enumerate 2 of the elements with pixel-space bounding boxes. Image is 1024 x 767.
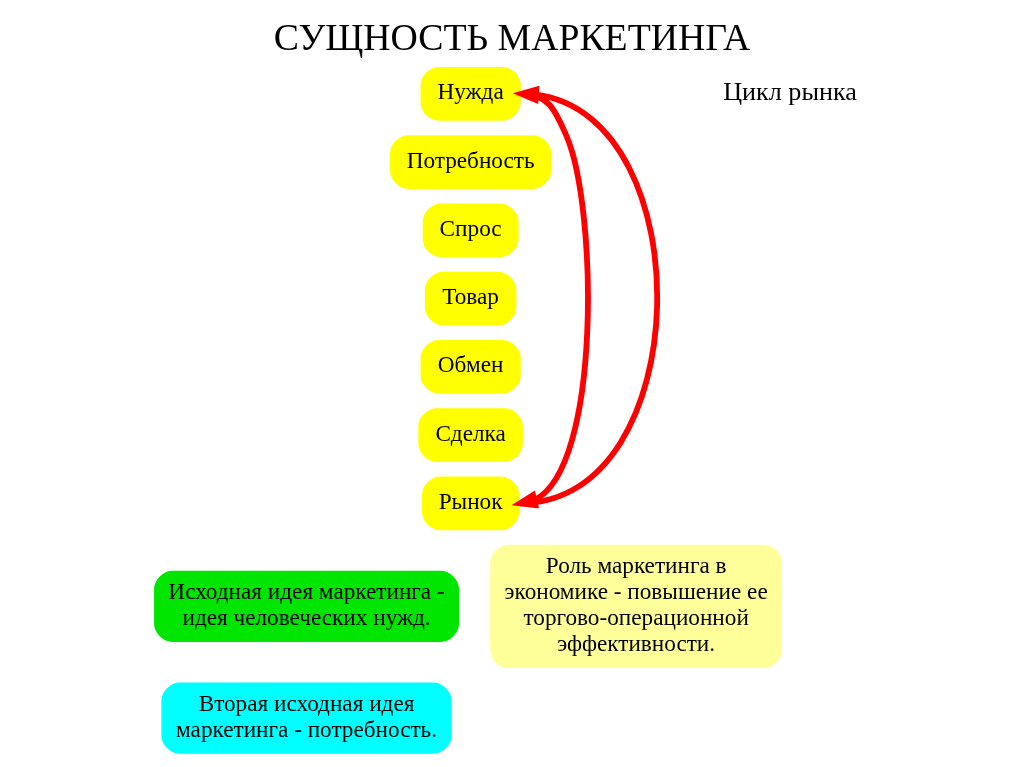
label: Цикл рынка	[723, 77, 857, 107]
diagram-title: СУЩНОСТЬ МАРКЕТИНГА	[273, 15, 751, 58]
